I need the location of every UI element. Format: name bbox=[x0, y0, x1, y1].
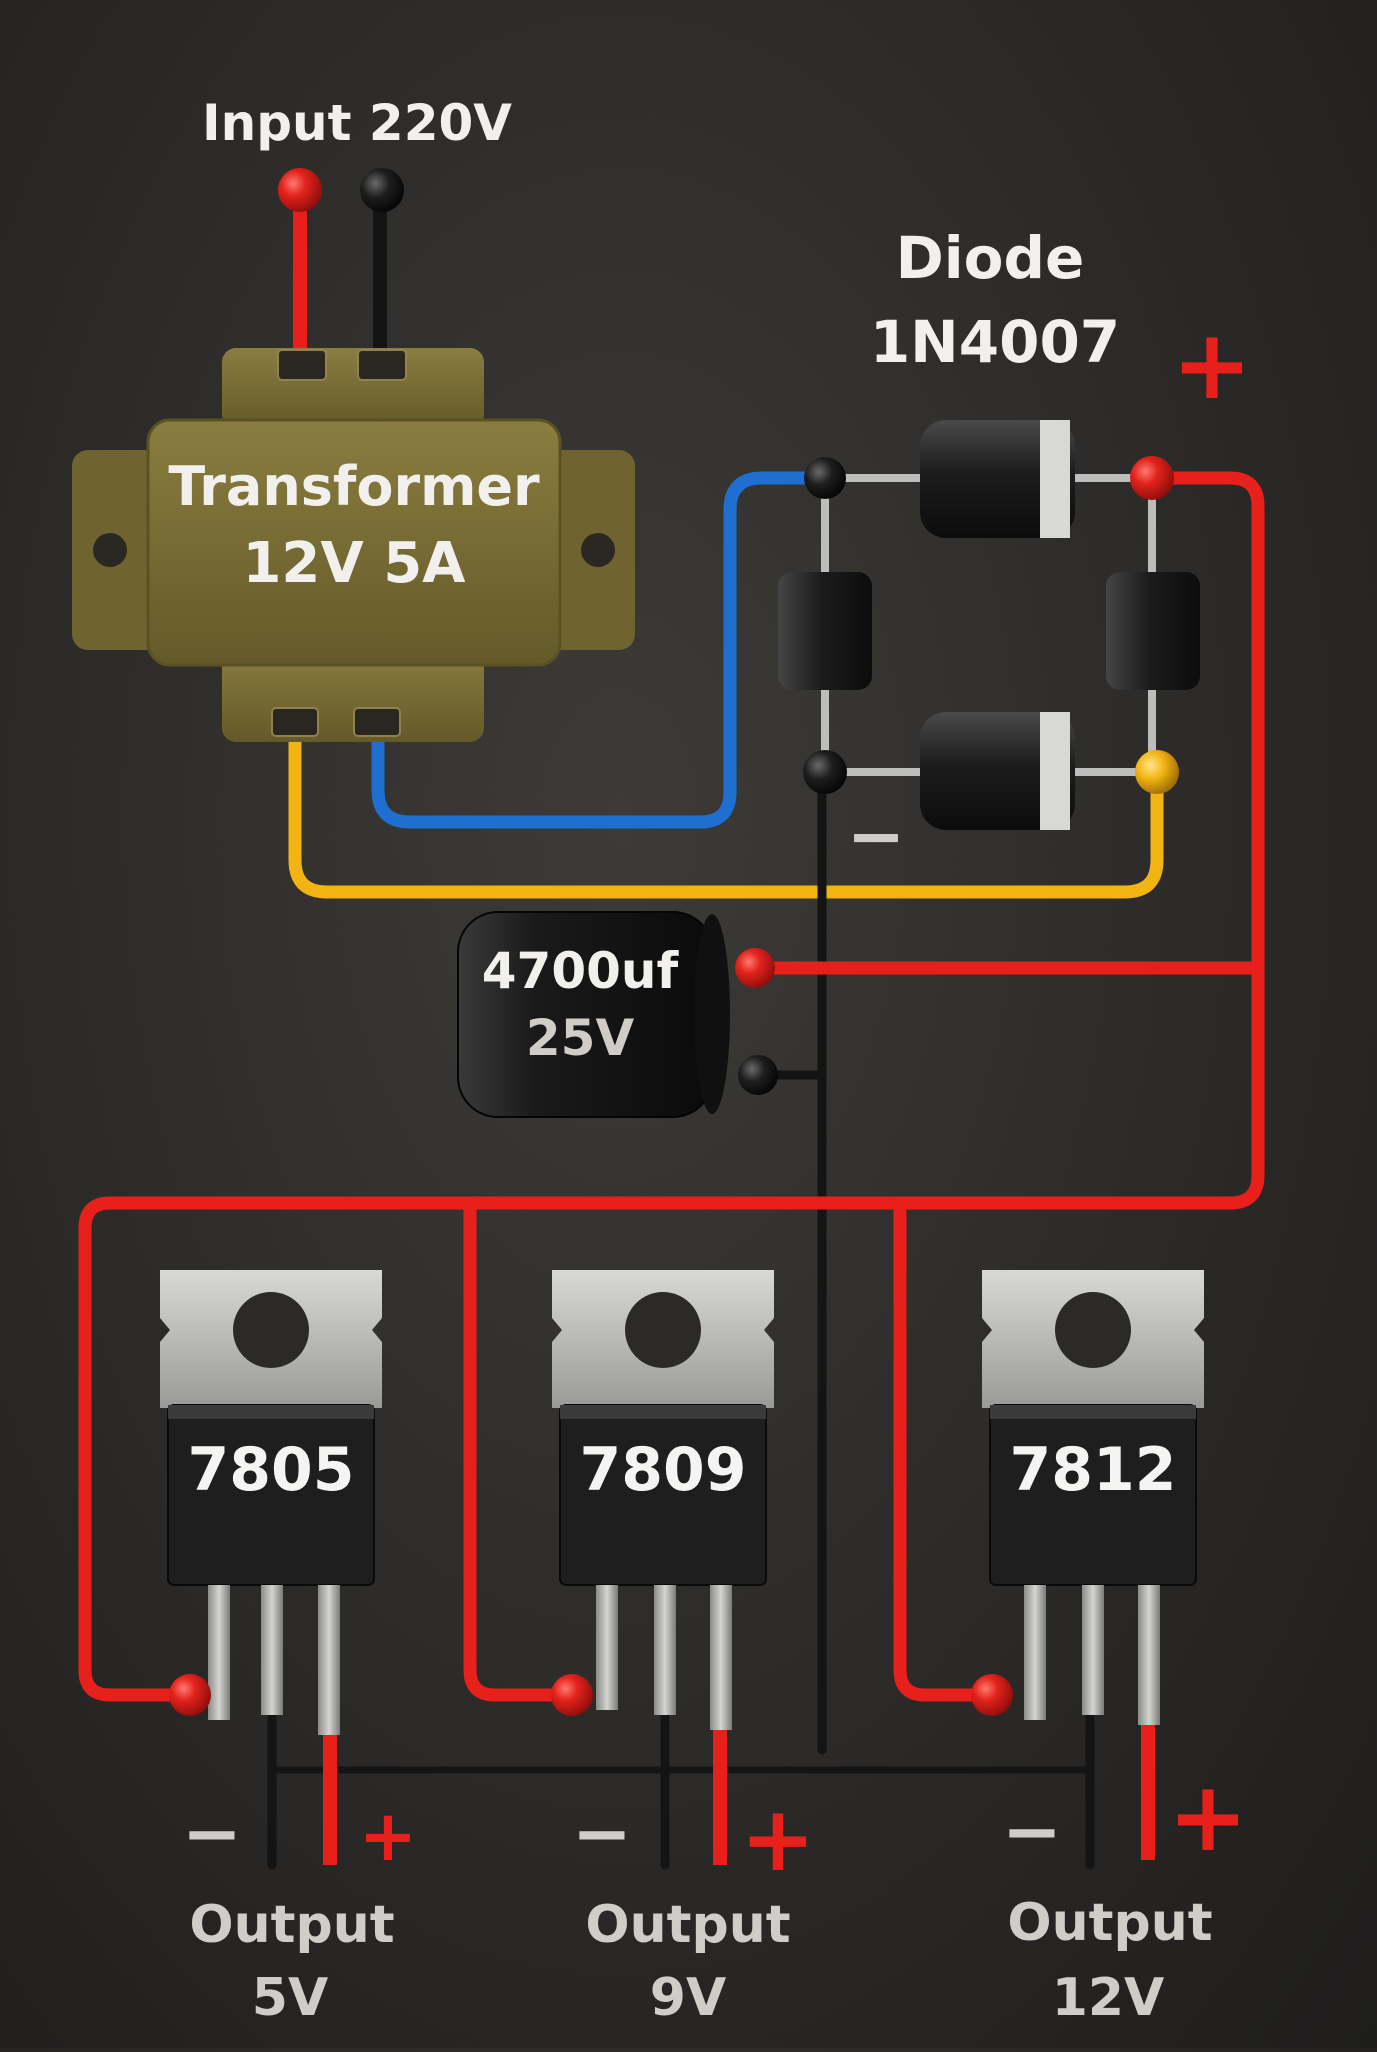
input-plugs bbox=[278, 168, 404, 212]
capacitor-label-line2: 25V bbox=[526, 1009, 635, 1067]
regulator-pin-output bbox=[710, 1585, 732, 1730]
output-5v-minus-sign: − bbox=[182, 1791, 242, 1875]
regulator-pin-input bbox=[596, 1585, 618, 1710]
transformer: Transformer 12V 5A bbox=[72, 348, 635, 742]
regulator-part-number: 7812 bbox=[1010, 1435, 1177, 1505]
regulator-pin-ground bbox=[261, 1585, 283, 1715]
transformer-top-cap bbox=[222, 348, 484, 428]
output-5v-value: 5V bbox=[252, 1968, 328, 2028]
positive-branch-3 bbox=[893, 1196, 997, 1702]
regulator-mount-hole bbox=[1055, 1292, 1131, 1368]
bridge-node-ac-yellow bbox=[1135, 750, 1179, 794]
capacitor-positive-terminal bbox=[735, 948, 775, 988]
bridge-node-ac-blue bbox=[804, 457, 846, 499]
output-9v: − + Output 9V bbox=[572, 1787, 816, 2028]
ac-wire-blue bbox=[371, 471, 832, 829]
output-9v-plus-sign: + bbox=[740, 1787, 815, 1892]
diode-label-line2: 1N4007 bbox=[870, 308, 1120, 376]
bridge-minus-sign: − bbox=[847, 795, 906, 877]
positive-rail-bridge bbox=[78, 471, 1265, 1702]
regulator-mount-hole bbox=[233, 1292, 309, 1368]
transformer-terminal-3 bbox=[271, 707, 319, 737]
bridge-plus-sign: + bbox=[1172, 309, 1252, 421]
input-neutral-terminal bbox=[360, 168, 404, 212]
transformer-label-line1: Transformer bbox=[168, 455, 540, 518]
mount-hole-right bbox=[581, 533, 615, 567]
output-9v-value: 9V bbox=[650, 1968, 726, 2028]
diode-left bbox=[778, 572, 872, 690]
regulator-pin-output bbox=[318, 1585, 340, 1735]
output-5v: − + Output 5V bbox=[182, 1791, 417, 2028]
regulator-7805-input-terminal bbox=[169, 1674, 211, 1716]
diode-top-band bbox=[1040, 420, 1070, 538]
diode-right bbox=[1106, 572, 1200, 690]
output-5v-word: Output bbox=[189, 1895, 394, 1955]
output-9v-word: Output bbox=[585, 1895, 790, 1955]
positive-branch-2 bbox=[463, 1196, 577, 1702]
regulator-pin-input bbox=[1024, 1585, 1046, 1720]
mount-hole-left bbox=[93, 533, 127, 567]
output-12v-value: 12V bbox=[1052, 1968, 1165, 2028]
output-12v-word: Output bbox=[1007, 1893, 1212, 1953]
regulator-7812-input-terminal bbox=[971, 1674, 1013, 1716]
capacitor: 4700uf 25V bbox=[457, 911, 778, 1118]
output-12v: − + Output 12V bbox=[1002, 1761, 1248, 2028]
diode-top bbox=[920, 420, 1075, 538]
regulator-7812: 7812 bbox=[982, 1270, 1204, 1725]
output-12v-plus-sign: + bbox=[1168, 1761, 1248, 1873]
regulator-7809-input-terminal bbox=[551, 1674, 593, 1716]
regulator-mount-hole bbox=[625, 1292, 701, 1368]
ac-wire-yellow bbox=[288, 718, 1164, 899]
transformer-terminal-4 bbox=[353, 707, 401, 737]
diode-bottom-band bbox=[1040, 712, 1070, 830]
regulator-7805: 7805 bbox=[160, 1270, 382, 1735]
diode-label-line1: Diode bbox=[896, 224, 1085, 292]
output-9v-minus-sign: − bbox=[572, 1791, 632, 1875]
bridge-node-positive bbox=[1130, 456, 1174, 500]
transformer-terminal-2 bbox=[357, 349, 407, 381]
transformer-body bbox=[146, 418, 562, 667]
regulator-pin-input bbox=[208, 1585, 230, 1720]
transformer-label-line2: 12V 5A bbox=[242, 531, 466, 596]
regulator-pin-output bbox=[1138, 1585, 1160, 1725]
transformer-terminal-1 bbox=[277, 349, 327, 381]
regulator-pin-ground bbox=[1082, 1585, 1104, 1715]
capacitor-label-line1: 4700uf bbox=[482, 942, 680, 1000]
input-live-terminal bbox=[278, 168, 322, 212]
diode-bottom bbox=[920, 712, 1075, 830]
regulator-part-number: 7809 bbox=[580, 1435, 747, 1505]
regulator-pin-ground bbox=[654, 1585, 676, 1715]
capacitor-negative-terminal bbox=[738, 1055, 778, 1095]
regulator-part-number: 7805 bbox=[188, 1435, 355, 1505]
output-12v-minus-sign: − bbox=[1002, 1789, 1062, 1873]
output-5v-plus-sign: + bbox=[359, 1795, 418, 1877]
regulator-7809: 7809 bbox=[552, 1270, 774, 1730]
input-label: Input 220V bbox=[202, 94, 512, 152]
bridge-rectifier: + − bbox=[778, 309, 1252, 877]
bridge-node-negative bbox=[803, 750, 847, 794]
capacitor-end bbox=[694, 914, 730, 1114]
